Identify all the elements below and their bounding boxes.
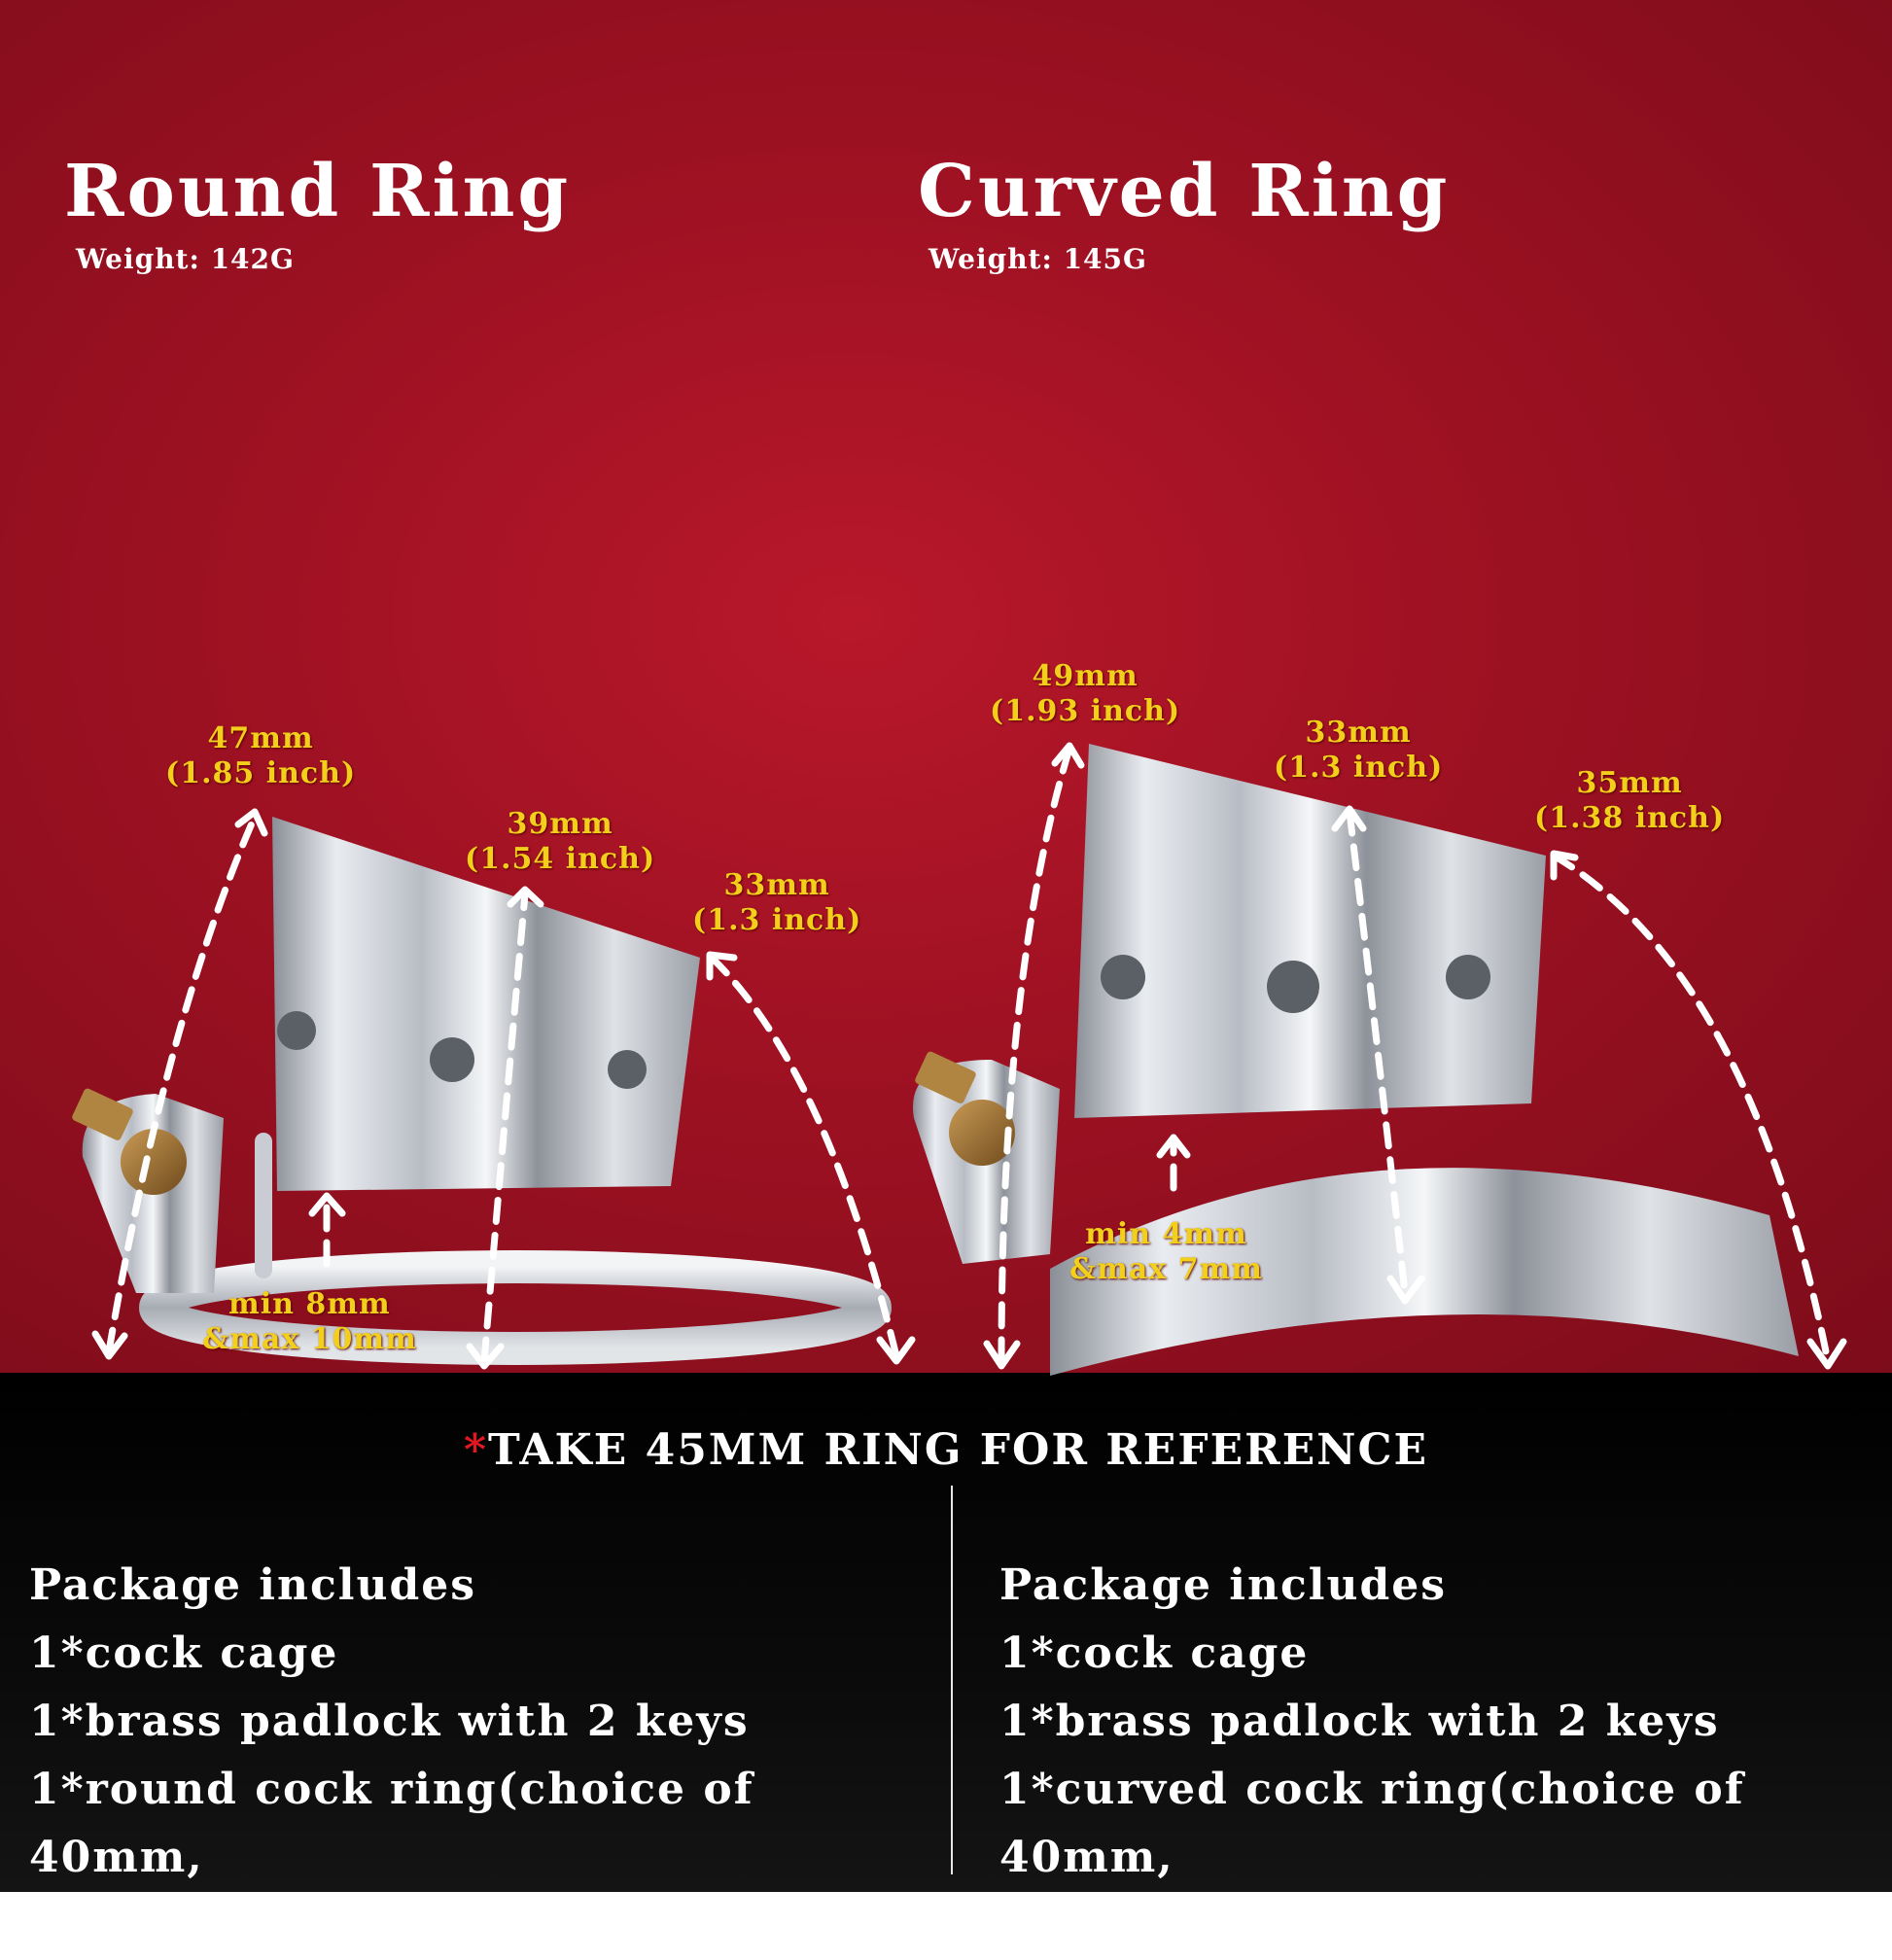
curved-ring-package-heading: Package includes: [999, 1560, 1448, 1610]
round-ring-package-list: Package includes 1*cock cage 1*brass pad…: [29, 1552, 904, 1960]
list-item: 1*cock cage: [999, 1628, 1310, 1678]
curved-ring-short-mm: 35mm: [1576, 766, 1683, 800]
round-ring-short-label: 33mm (1.3 inch): [692, 868, 861, 938]
curved-ring-gap-label: min 4mm &max 7mm: [1069, 1217, 1263, 1287]
list-item: 1*brass padlock with 2 keys: [29, 1697, 750, 1746]
list-item: 1*cock cage: [29, 1628, 339, 1678]
curved-ring-short-label: 35mm (1.38 inch): [1534, 766, 1725, 836]
round-ring-short-inch: (1.3 inch): [692, 903, 862, 937]
round-ring-gap-max: &max 10mm: [202, 1322, 417, 1356]
reference-note-text: TAKE 45MM RING FOR REFERENCE: [488, 1425, 1429, 1475]
curved-ring-weight: Weight: 145G: [928, 243, 1147, 275]
product-illustration: [72, 742, 1847, 1376]
curved-ring-length-label: 49mm (1.93 inch): [990, 659, 1180, 729]
round-ring-short-mm: 33mm: [723, 868, 830, 902]
dimension-arrows: [105, 745, 1832, 1365]
round-ring-length-inch: (1.85 inch): [165, 756, 357, 790]
curved-ring-middle-label: 33mm (1.3 inch): [1274, 716, 1443, 786]
curved-ring-middle-inch: (1.3 inch): [1274, 751, 1444, 785]
list-item: 1*curved cock ring(choice of 40mm,: [999, 1765, 1745, 1882]
curved-ring-short-inch: (1.38 inch): [1534, 801, 1726, 835]
round-ring-middle-mm: 39mm: [507, 807, 613, 841]
round-ring-length-label: 47mm (1.85 inch): [165, 721, 356, 791]
curved-ring-length-inch: (1.93 inch): [990, 694, 1181, 728]
curved-ring-cage-image: [913, 744, 1799, 1376]
round-ring-cage-image: [72, 817, 892, 1365]
list-item: 45mm,50mm,55mm): [29, 1901, 559, 1950]
curved-ring-middle-mm: 33mm: [1305, 716, 1412, 750]
curved-ring-title: Curved Ring: [918, 150, 1451, 233]
curved-ring-length-mm: 49mm: [1032, 659, 1139, 693]
info-panel-background: [0, 1373, 1892, 1892]
curved-ring-gap-min: min 4mm: [1085, 1217, 1247, 1251]
round-ring-package-heading: Package includes: [29, 1560, 477, 1610]
round-ring-middle-label: 39mm (1.54 inch): [465, 807, 655, 877]
list-item: 1*round cock ring(choice of 40mm,: [29, 1765, 754, 1882]
curved-ring-gap-max: &max 7mm: [1069, 1252, 1263, 1286]
curved-ring-package-list: Package includes 1*cock cage 1*brass pad…: [999, 1552, 1874, 1960]
list-item: 1*brass padlock with 2 keys: [999, 1697, 1720, 1746]
round-ring-weight: Weight: 142G: [76, 243, 295, 275]
reference-note: *TAKE 45MM RING FOR REFERENCE: [0, 1429, 1892, 1472]
list-item: 45mm,50mm,55mm): [999, 1901, 1529, 1950]
round-ring-gap-min: min 8mm: [228, 1287, 391, 1321]
round-ring-title: Round Ring: [64, 150, 572, 233]
round-ring-middle-inch: (1.54 inch): [465, 842, 656, 876]
round-ring-gap-label: min 8mm &max 10mm: [202, 1287, 417, 1357]
column-divider: [951, 1486, 953, 1874]
reference-asterisk: *: [463, 1425, 488, 1475]
arrow-heads: [91, 742, 1847, 1370]
round-ring-length-mm: 47mm: [207, 721, 314, 755]
